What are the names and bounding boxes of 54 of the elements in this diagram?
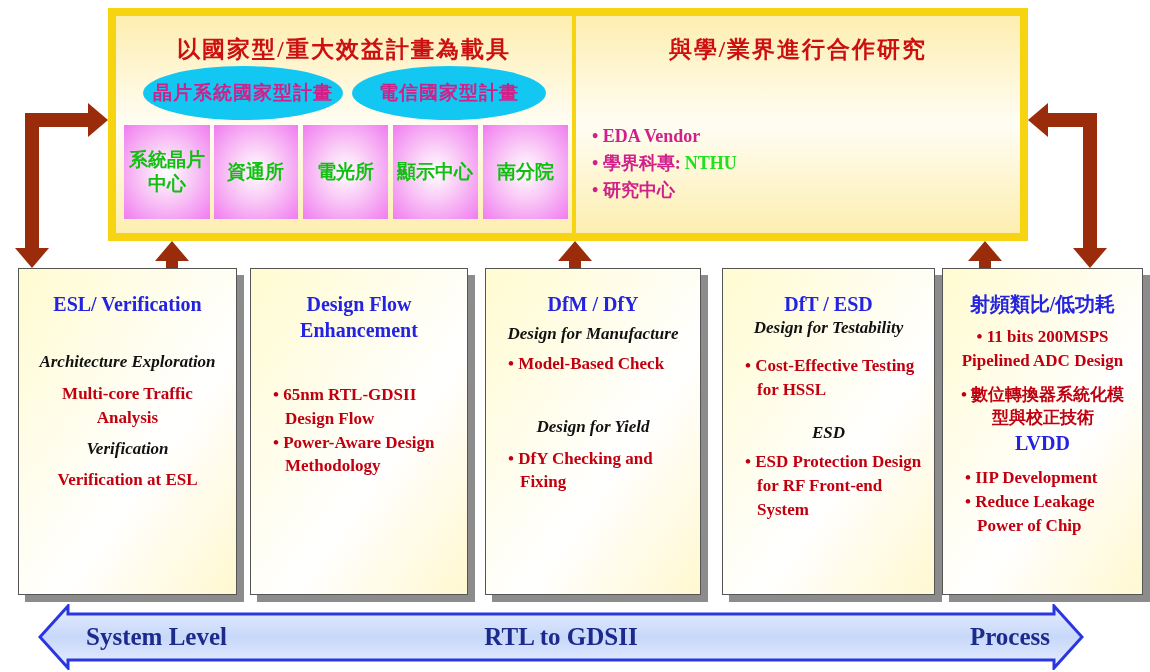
unit-box — [483, 125, 568, 219]
scale-label: RTL to GDSII — [484, 623, 638, 651]
unit-box — [214, 125, 298, 219]
bullet-item: • 數位轉換器系統化模型與校正技術 — [959, 383, 1126, 430]
card-heading: LVDD — [1014, 431, 1071, 457]
bullet-item: • Power-Aware Design Methodology — [273, 431, 436, 478]
subheading: Design for Yield — [535, 415, 651, 438]
scale-band — [38, 604, 1084, 670]
item-text: Verification at ESL — [56, 469, 199, 492]
ellipse-label: 電信國家型計畫 — [379, 81, 519, 105]
card-heading: Design Flow Enhancement — [299, 292, 419, 343]
bullet-item: • DfY Checking and Fixing — [508, 447, 654, 494]
arrow — [558, 241, 592, 268]
scale-label: Process — [969, 623, 1050, 651]
partner-name: NTHU — [684, 153, 737, 173]
subheading: ESD — [810, 421, 847, 444]
card-heading: ESL/ Verification — [52, 292, 203, 317]
unit-label: 南分院 — [496, 160, 555, 184]
bullet-item: • ESD Protection Design for RF Front-end System — [745, 451, 922, 522]
unit-label: 資通所 — [226, 160, 286, 184]
bullet-item: • IIP Development — [965, 467, 1099, 490]
frame-border — [108, 8, 1028, 241]
unit-box — [303, 125, 388, 219]
unit-box — [124, 125, 210, 219]
bullet-item: • Model-Based Check — [508, 352, 666, 375]
subheading: Design for Testability — [752, 317, 905, 339]
bullet-item: • Cost-Effective Testing for HSSL — [745, 354, 916, 401]
bullet-item: • 65nm RTL-GDSII Design Flow — [273, 384, 418, 430]
card-heading: DfM / DfY — [546, 292, 640, 317]
bullet-item: • Reduce Leakage Power of Chip — [965, 491, 1096, 537]
subheading: Architecture Exploration — [37, 351, 217, 373]
unit-label: 電光所 — [316, 160, 375, 184]
bullet-item: • EDA Vendor — [592, 125, 702, 148]
bullet-item: • 研究中心 — [592, 179, 676, 202]
card-heading: 射頻類比/低功耗 — [968, 292, 1117, 317]
bullet-item: • 11 bits 200MSPS Pipelined ADC Design — [960, 326, 1125, 372]
ellipse-label: 晶片系統國家型計畫 — [153, 81, 333, 105]
arrow — [155, 241, 189, 268]
item-text: Multi-core Traffic Analysis — [61, 382, 194, 429]
bullet-label: • 學界科專: — [592, 153, 681, 173]
panel-title: 以國家型/重大效益計畫為載具 — [176, 36, 512, 64]
subheading: Design for Manufacture — [506, 323, 680, 345]
panel — [576, 16, 1020, 233]
subheading: Verification — [85, 437, 170, 460]
unit-label: 顯示中心 — [396, 160, 475, 184]
unit-label: 系統晶片中心 — [128, 148, 206, 196]
panel-title: 與學/業界進行合作研究 — [667, 36, 929, 64]
panel — [116, 16, 572, 233]
card-heading: DfT / ESD — [783, 292, 874, 317]
scale-label: System Level — [86, 623, 227, 651]
unit-box — [393, 125, 478, 219]
arrow — [1028, 103, 1107, 268]
arrow — [968, 241, 1002, 268]
arrow — [15, 103, 108, 268]
